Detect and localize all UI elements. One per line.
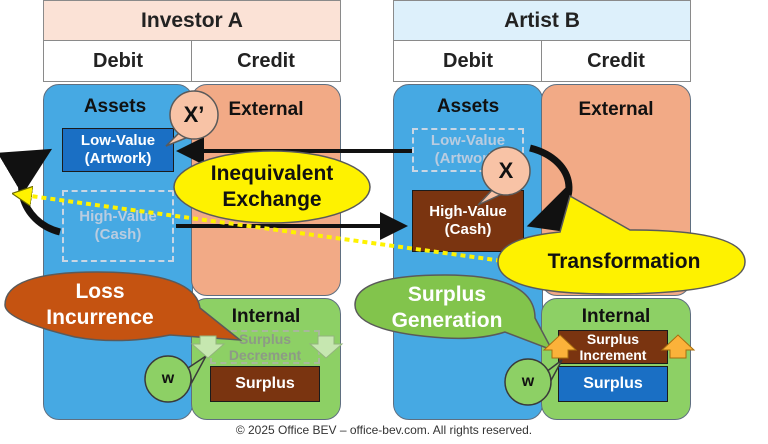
inequivalent-exchange-callout: [173, 150, 371, 224]
x-prime-bubble: [169, 90, 219, 140]
x-label: X: [498, 158, 514, 183]
artist-w-label: w: [521, 373, 535, 390]
artist-debit-label: Debit: [393, 40, 543, 82]
x-prime-label: X’: [183, 102, 205, 127]
inequivalent-exchange-text: Inequivalent Exchange: [210, 162, 334, 211]
investor-internal-title: Internal: [231, 306, 301, 327]
loss-incurrence-callout: [4, 271, 243, 342]
investor-a-header: Investor A: [43, 0, 341, 42]
artist-credit-label: Credit: [541, 40, 691, 82]
investor-high-value-cash-ghost: High-Value (Cash): [62, 190, 174, 262]
copyright-footer: © 2025 Office BEV – office-bev.com. All …: [235, 423, 533, 437]
investor-surplus-box: Surplus: [210, 366, 320, 402]
artist-high-value-cash: High-Value (Cash): [412, 190, 524, 252]
decrement-arrow-right: [308, 335, 344, 359]
investor-external-title: External: [228, 99, 304, 120]
increment-arrow-right: [660, 334, 696, 359]
artist-surplus-increment: Surplus Increment: [558, 330, 668, 364]
investor-credit-label: Credit: [191, 40, 341, 82]
artist-external-title: External: [578, 99, 654, 120]
artist-surplus-box: Surplus: [558, 366, 668, 402]
transformation-text: Transformation: [547, 250, 701, 273]
investor-low-value-artwork: Low-Value (Artwork): [62, 128, 174, 172]
x-bubble: [481, 146, 531, 196]
artist-assets-title: Assets: [436, 96, 500, 117]
artist-w-bubble: [504, 358, 552, 406]
investor-w-bubble: [144, 355, 192, 403]
transformation-dotted-arrow: [16, 194, 511, 264]
investor-assets-title: Assets: [83, 96, 147, 117]
investor-debit-label: Debit: [43, 40, 193, 82]
decrement-arrow-left: [190, 335, 226, 359]
transformation-callout: [497, 194, 746, 295]
loss-incurrence-text: Loss Incurrence: [46, 280, 154, 329]
artist-internal-title: Internal: [581, 306, 651, 327]
surplus-generation-text: Surplus Generation: [391, 283, 503, 332]
artist-curve-arrow: [526, 144, 581, 235]
investor-surplus-decrement-ghost: Surplus Decrement: [210, 330, 320, 364]
artist-low-value-artwork-ghost: Low-Value (Artwork): [412, 128, 524, 172]
increment-arrow-left: [542, 334, 578, 359]
surplus-generation-callout: [354, 274, 554, 352]
investor-w-label: w: [161, 370, 175, 387]
